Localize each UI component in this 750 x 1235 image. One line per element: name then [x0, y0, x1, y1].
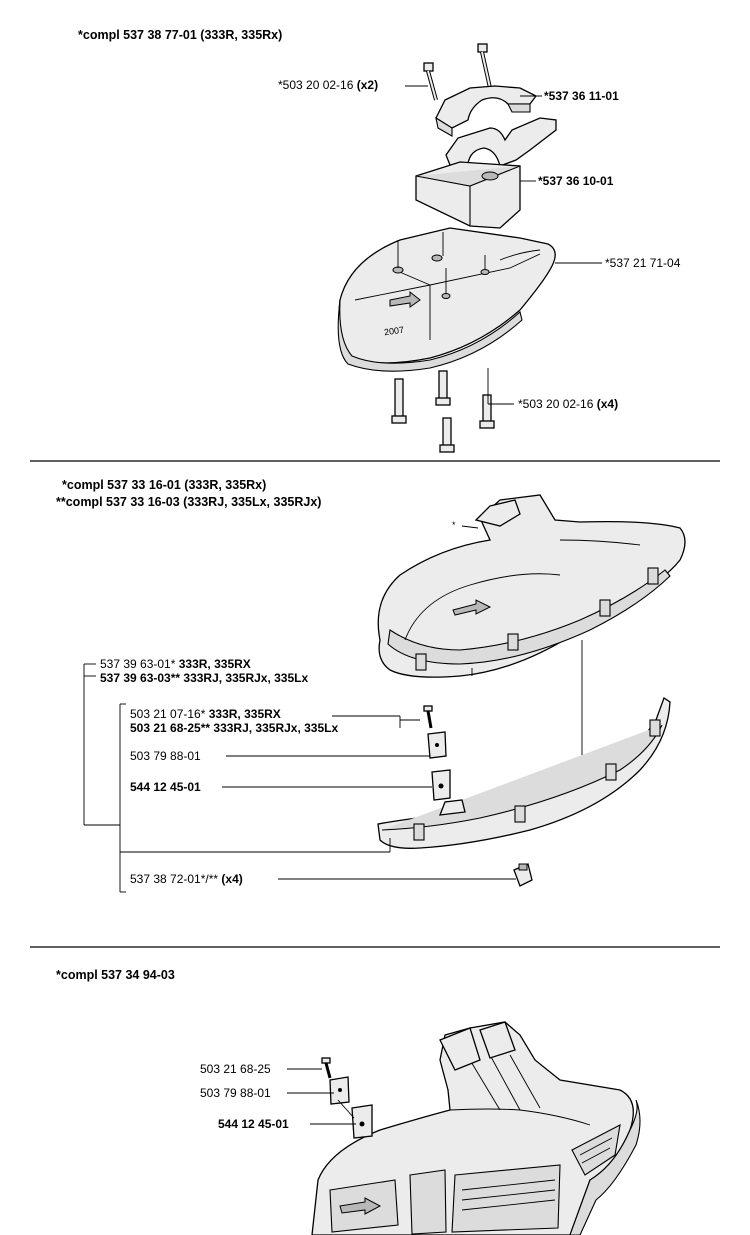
section2-heading-2: **compl 537 33 16-03 (333RJ, 335Lx, 335R…	[56, 495, 322, 509]
label-s3-l3: 544 12 45-01	[218, 1117, 289, 1131]
trimmer-guard	[337, 227, 556, 372]
label-s2-l7: 537 38 72-01*/** (x4)	[130, 872, 243, 886]
screw-503-21-68-25	[321, 1057, 332, 1079]
clip-537-38-72-01	[513, 863, 533, 887]
section2-parts	[83, 494, 686, 893]
label-s2-l6: 544 12 45-01	[130, 780, 201, 794]
upper-guard	[377, 494, 686, 678]
guard-block	[415, 161, 521, 229]
section2-brackets	[83, 663, 516, 893]
label-s3-l1: 503 21 68-25	[200, 1062, 271, 1076]
plate-544-12-45-01	[431, 769, 451, 801]
section1-leaders	[405, 85, 602, 405]
lower-guard-strip	[377, 697, 671, 849]
section1-heading: *compl 537 38 77-01 (333R, 335Rx)	[78, 28, 283, 42]
plate-503-79-88-01	[427, 731, 447, 759]
clamp-upper	[435, 85, 537, 137]
label-s1-l2: *537 36 11-01	[544, 89, 619, 103]
label-s2-l2: 537 39 63-03** 333RJ, 335RJx, 335Lx	[100, 671, 309, 685]
label-s1-l3: *537 36 10-01	[538, 174, 614, 188]
label-s1-l1: *503 20 02-16 (x2)	[278, 78, 379, 92]
section2-heading-1: *compl 537 33 16-01 (333R, 335Rx)	[62, 478, 267, 492]
label-s2-l4: 503 21 68-25** 333RJ, 335RJx, 335Lx	[130, 721, 339, 735]
section3-parts	[287, 1021, 641, 1235]
label-s1-l4: *537 21 71-04	[605, 256, 681, 270]
guard-large	[311, 1021, 641, 1235]
screw-top-left	[423, 62, 438, 101]
asterisk-mark: *	[452, 520, 456, 530]
plate-544-12-45-01-s3	[351, 1104, 373, 1139]
label-s2-l3: 503 21 07-16* 333R, 335RX	[130, 707, 281, 721]
screw-503-21	[423, 705, 433, 729]
plate-503-79-88-01-s3	[329, 1076, 350, 1105]
label-s3-l2: 503 79 88-01	[200, 1086, 271, 1100]
section3-leaders	[287, 1068, 356, 1125]
section1-parts	[337, 43, 602, 453]
screws-bottom	[391, 370, 495, 453]
label-s2-l5: 503 79 88-01	[130, 749, 201, 763]
label-s2-l1: 537 39 63-01* 333R, 335RX	[100, 657, 251, 671]
label-s1-l5: *503 20 02-16 (x4)	[518, 397, 619, 411]
embossed-number: 2007	[383, 324, 405, 338]
screw-top-right	[477, 43, 492, 89]
section3-heading: *compl 537 34 94-03	[56, 968, 175, 982]
